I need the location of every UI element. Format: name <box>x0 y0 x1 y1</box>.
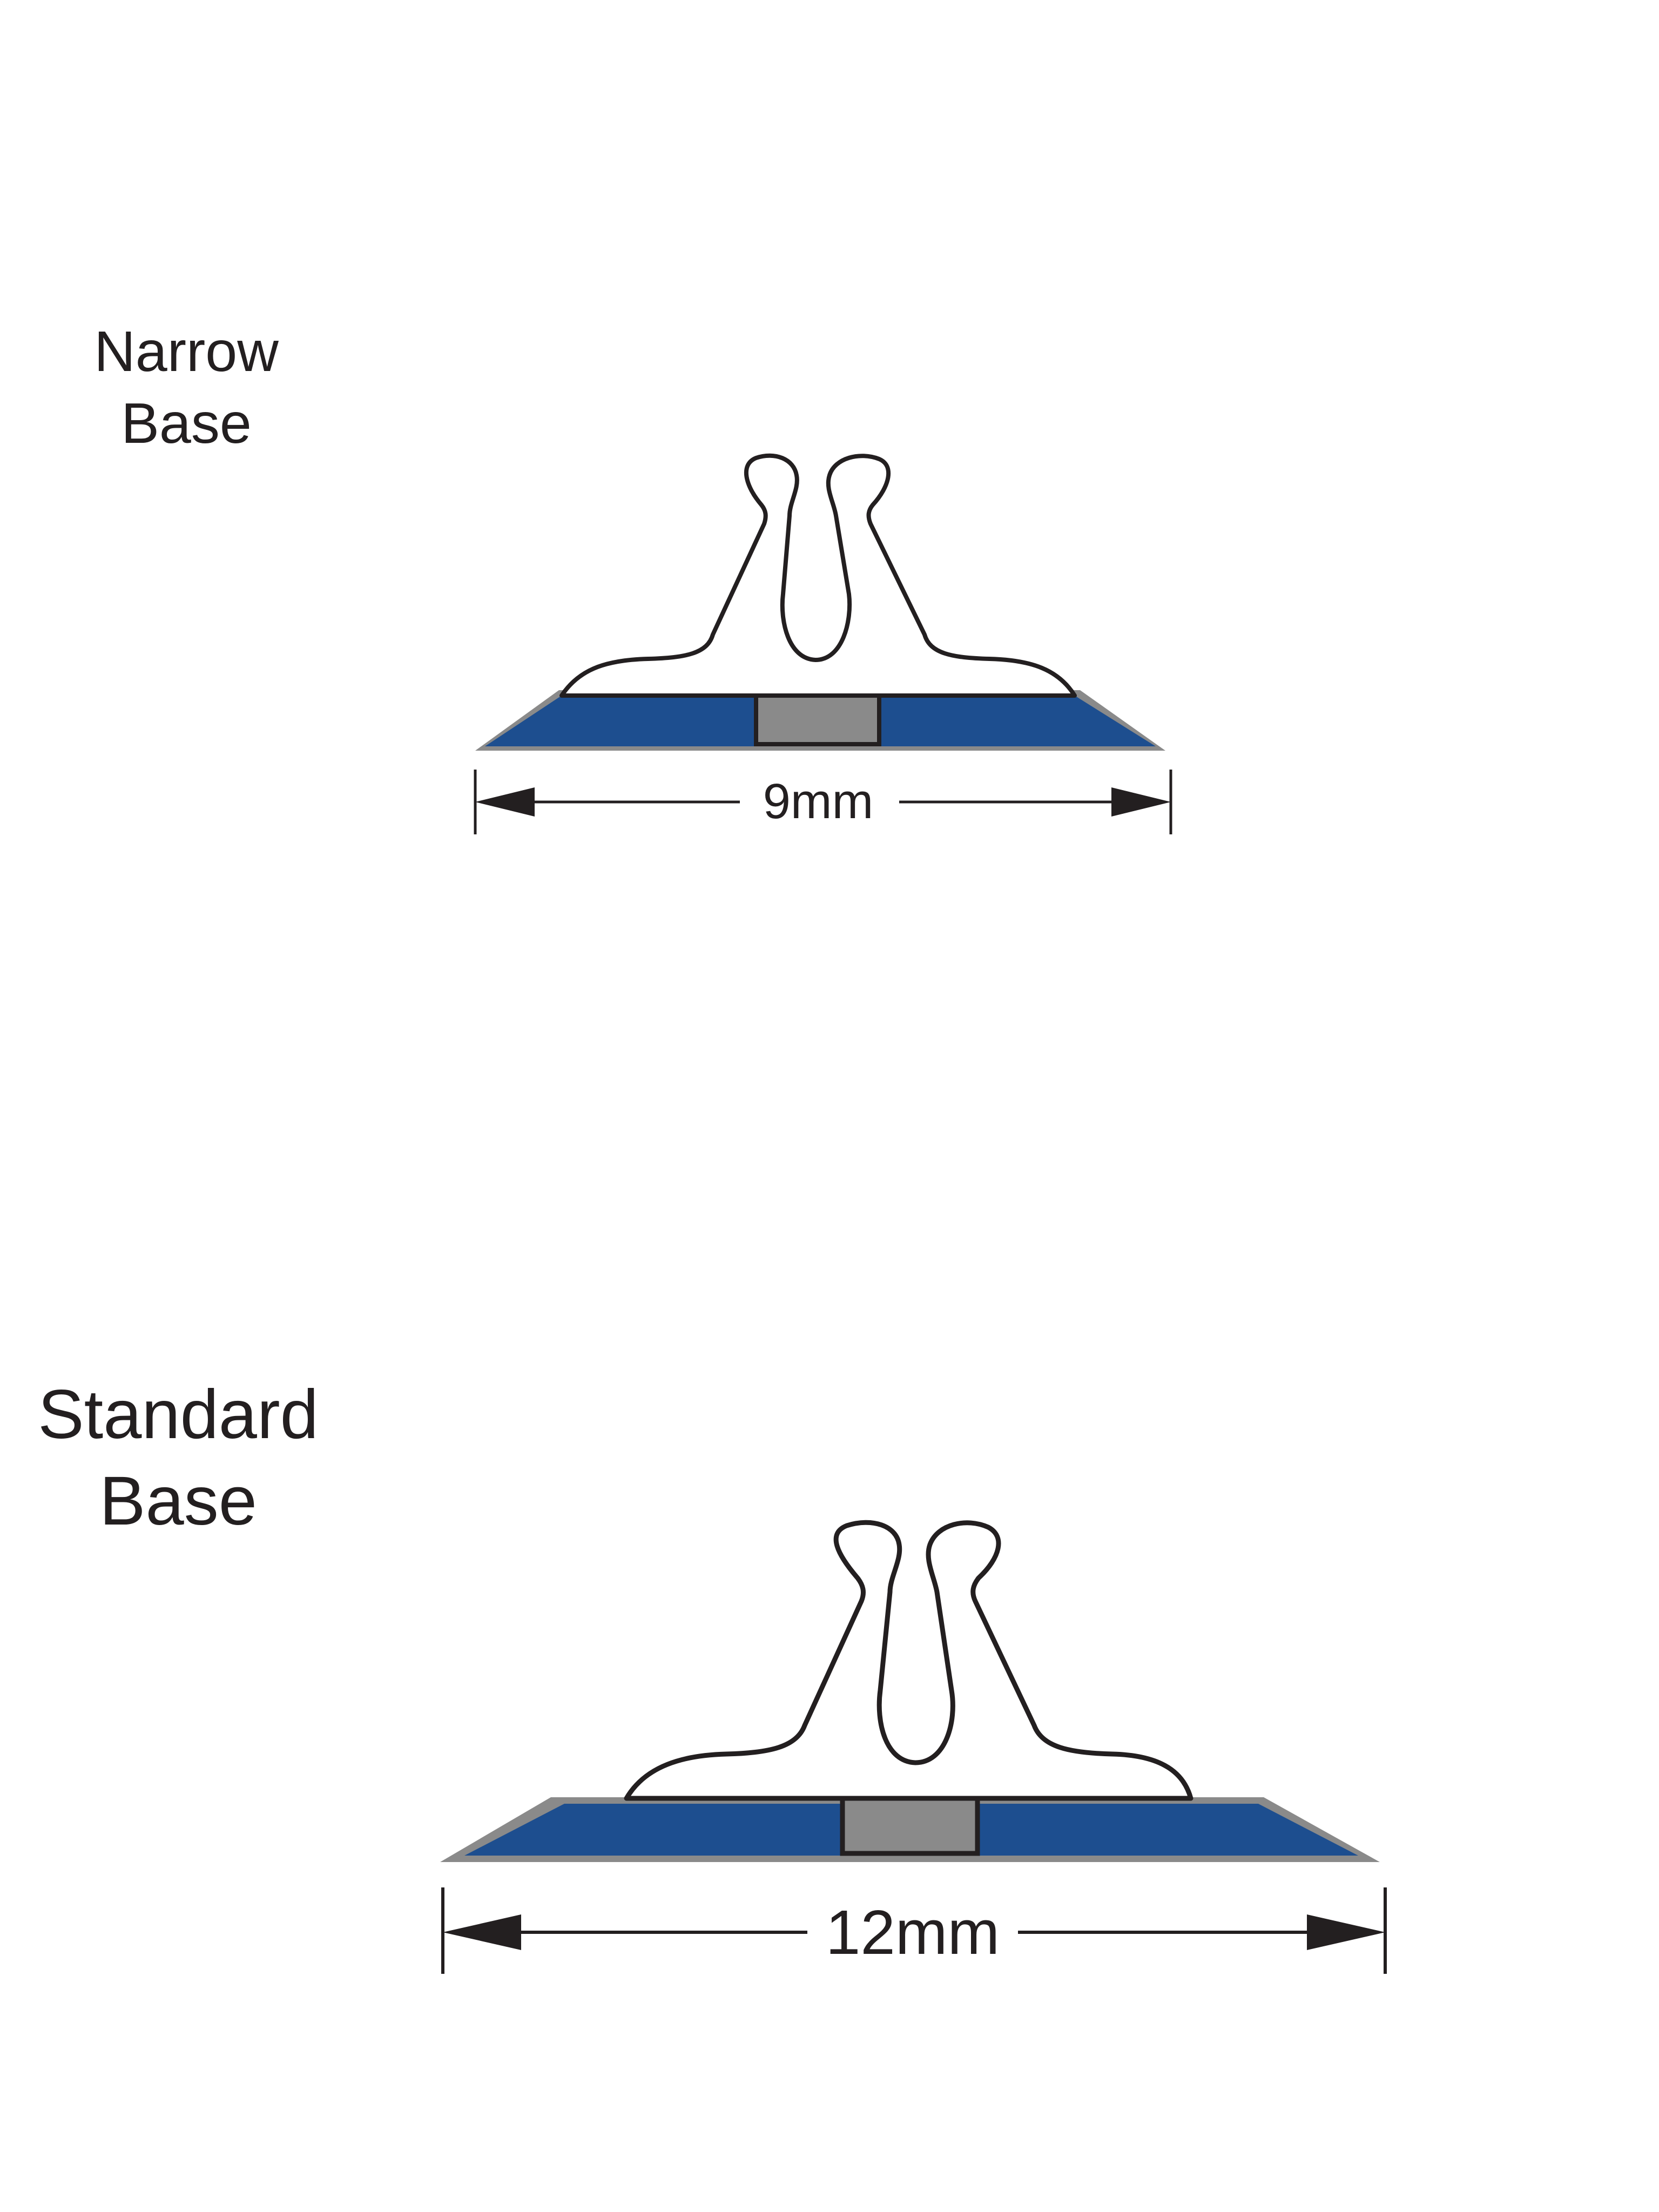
narrow-base-label: Narrow Base <box>54 316 319 459</box>
narrow-dimension: 9mm <box>474 770 1172 834</box>
standard-dim-right-arrow-icon <box>1307 1914 1385 1950</box>
standard-base-label-line1: Standard <box>38 1376 319 1453</box>
narrow-dim-right-arrow-icon <box>1111 787 1171 817</box>
standard-dim-left-arrow-icon <box>443 1914 521 1950</box>
narrow-base-fill <box>485 696 1156 746</box>
narrow-clip-body <box>559 453 1077 698</box>
standard-base-label-line2: Base <box>99 1462 257 1540</box>
standard-base-fill <box>464 1804 1358 1856</box>
standard-base-label: Standard Base <box>11 1372 346 1545</box>
narrow-base-label-line1: Narrow <box>94 320 279 383</box>
standard-dimension: 12mm <box>441 1887 1387 1974</box>
standard-clip-body <box>624 1520 1193 1801</box>
narrow-dimension-text: 9mm <box>763 774 873 829</box>
narrow-dim-left-arrow-icon <box>475 787 535 817</box>
standard-base-profile <box>440 1520 1380 1862</box>
narrow-base-profile <box>475 453 1165 751</box>
standard-dimension-text: 12mm <box>826 1897 1000 1967</box>
narrow-base-label-line2: Base <box>121 391 252 455</box>
